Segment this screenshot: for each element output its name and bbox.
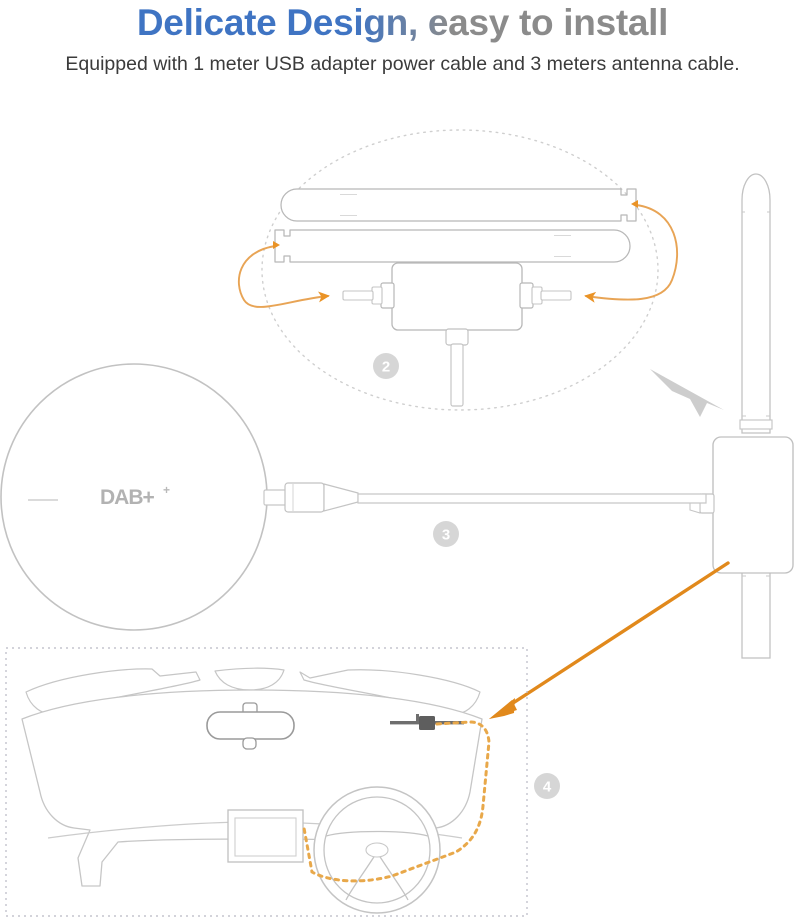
pointer-arrow-gray: [650, 369, 724, 417]
mounted-antenna: [390, 714, 464, 730]
step-badge-4: 4: [534, 773, 560, 799]
assembly-arrow-left: [237, 245, 330, 308]
page-subtitle: Equipped with 1 meter USB adapter power …: [65, 53, 740, 75]
assembly-arrow-tip-left: [273, 241, 280, 249]
amplifier-box: [342, 262, 572, 407]
step-badge-3-label: 3: [442, 527, 450, 544]
car-interior-install-diagram: 4: [5, 647, 560, 917]
rear-view-mirror: [206, 702, 295, 750]
assembly-arrow-right: [584, 204, 679, 303]
antenna-arm-top: [280, 188, 637, 222]
power-cable: [357, 493, 707, 504]
assembly-callout-ellipse: [261, 129, 659, 411]
step-badge-4-label: 4: [543, 779, 552, 796]
step-badge-2-label: 2: [382, 359, 390, 376]
dab-logo-text: DAB+: [100, 486, 154, 509]
assembly-arrow-tip-right: [631, 200, 638, 208]
dab-logo-plus: +: [163, 483, 170, 497]
connector-right: [519, 282, 572, 309]
usb-adapter-disc: DAB+ +: [0, 363, 268, 631]
connector-left: [342, 282, 395, 309]
antenna-arm-bottom: [274, 229, 631, 263]
step-badge-2: 2: [373, 353, 399, 379]
usb-plug: [263, 482, 359, 513]
page-title: Delicate Design, easy to install: [0, 2, 805, 44]
routed-cable: [302, 720, 491, 883]
step-badge-3: 3: [433, 521, 459, 547]
assembled-antenna: [689, 173, 794, 659]
steering-wheel: [313, 786, 441, 914]
output-cable: [445, 328, 469, 407]
head-unit-radio: [227, 809, 304, 863]
install-pointer-arrow: [489, 561, 730, 719]
